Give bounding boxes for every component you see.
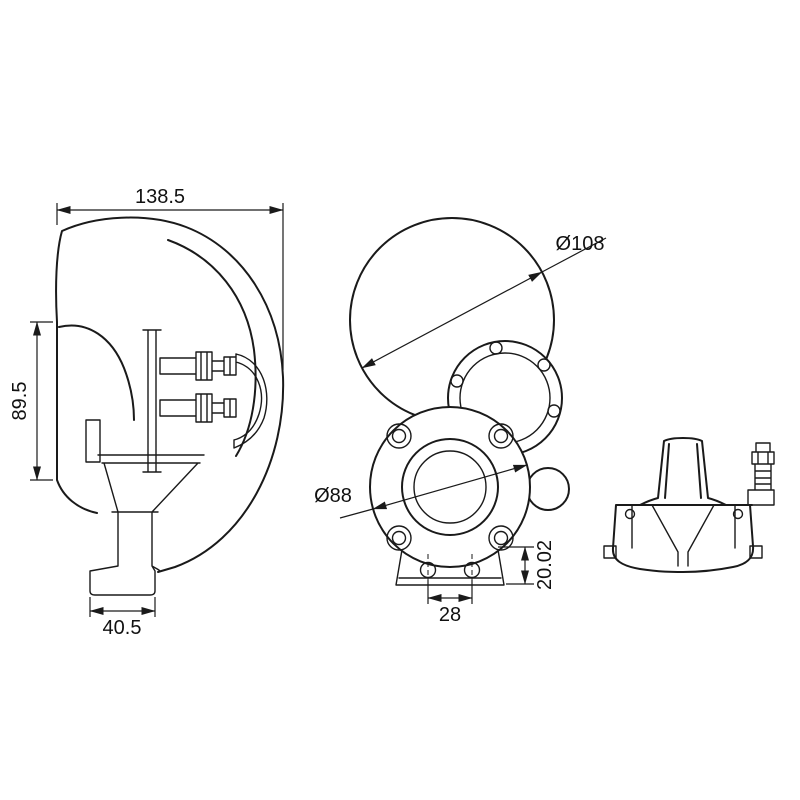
screw-head-icon [624, 508, 636, 520]
end-view-body [611, 504, 755, 573]
dim-hole-spacing: 28 [427, 580, 473, 626]
end-view [603, 437, 775, 573]
dim-label-bell-height: 89.5 [9, 382, 31, 421]
flange-bolt-circle [547, 404, 561, 418]
lug-bolt-circle [493, 428, 509, 444]
flange-bolt-circle [450, 374, 464, 388]
mounting-lugs [386, 423, 514, 551]
side-view [55, 216, 285, 596]
lug-circle [386, 525, 412, 551]
dim-label-hole-spacing: 28 [439, 604, 461, 626]
extension-lines [89, 597, 156, 617]
screw-head-icon [732, 508, 744, 520]
side-port-boss [526, 467, 570, 511]
end-view-funnel [639, 437, 727, 506]
dim-body-diameter: Ø88 [314, 464, 528, 519]
side-view-terminals [142, 329, 268, 473]
dim-trumpet-diameter: Ø108 [361, 233, 607, 369]
extension-line [339, 508, 374, 519]
dimension-line-arrows [372, 464, 528, 510]
side-view-base-body [85, 419, 205, 596]
lug-bolt-circle [391, 530, 407, 546]
dim-label-bracket-height: 20.02 [534, 540, 556, 590]
front-view [349, 217, 570, 588]
lug-circle [488, 525, 514, 551]
dim-label-body-diameter: Ø88 [314, 485, 352, 507]
dim-base-width: 40.5 [89, 597, 156, 639]
extension-lines [427, 580, 473, 604]
dimensions: 138.5 89.5 40.5 Ø108 Ø88 20.02 [9, 186, 607, 639]
dimension-line-arrows [361, 271, 543, 369]
dim-label-base-width: 40.5 [103, 617, 142, 639]
extension-lines [30, 321, 53, 481]
extension-line [541, 237, 607, 273]
end-view-connector [747, 442, 775, 506]
mounting-bracket [395, 537, 505, 586]
dim-label-trumpet-diameter: Ø108 [556, 233, 605, 255]
lug-circle [386, 423, 412, 449]
side-view-spiral-outline [55, 216, 285, 573]
dim-overall-length: 138.5 [56, 186, 284, 370]
lug-circle [488, 423, 514, 449]
extension-lines [56, 203, 284, 370]
lug-bolt-circle [493, 530, 509, 546]
lug-bolt-circle [391, 428, 407, 444]
end-view-body-details [603, 504, 763, 567]
dim-bracket-height: 20.02 [498, 540, 556, 590]
dim-label-overall-length: 138.5 [135, 186, 185, 208]
dim-bell-height: 89.5 [9, 321, 53, 481]
